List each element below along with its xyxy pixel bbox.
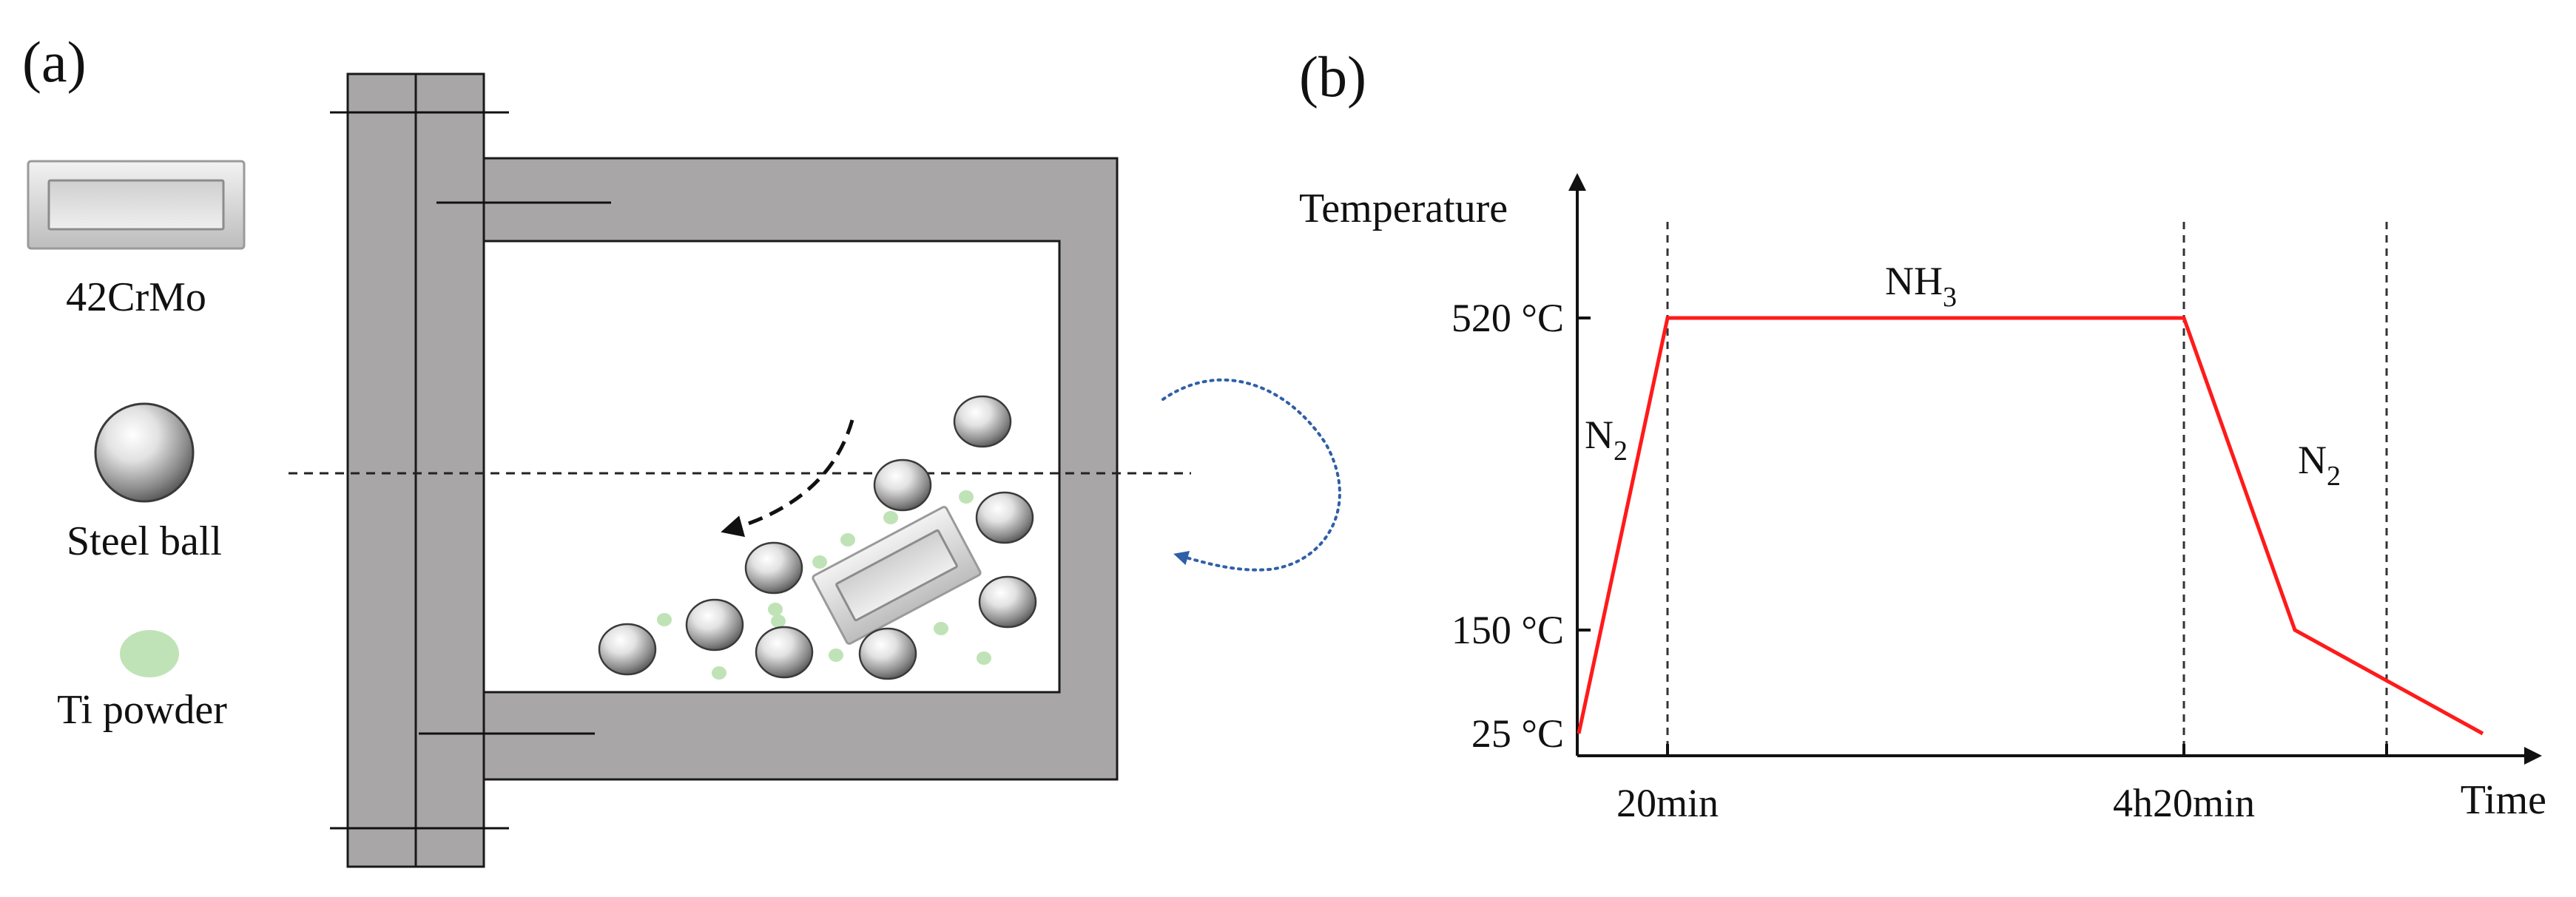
plate-icon	[27, 160, 246, 250]
legend-steel-ball: Steel ball	[67, 402, 222, 564]
flange-plate-right	[414, 72, 485, 868]
legend-label-42crmo: 42CrMo	[66, 274, 206, 320]
y-tick-label-2: 150 °C	[1451, 608, 1564, 652]
ball-mill-apparatus	[289, 72, 1341, 868]
gas-label-3: N2	[2298, 438, 2341, 492]
powder-dot-icon	[120, 630, 179, 677]
panel-b-label: (b)	[1299, 44, 1366, 109]
x-tick-label-1: 20min	[1616, 781, 1719, 825]
x-tick-label-2: 4h20min	[2113, 781, 2255, 825]
legend-label-ti-powder: Ti powder	[57, 687, 227, 733]
legend-label-steel-ball: Steel ball	[67, 518, 222, 564]
ball-icon	[94, 402, 195, 503]
x-axis-label: Time	[2461, 777, 2546, 823]
y-tick-label-3: 25 °C	[1471, 711, 1564, 756]
panel-a: (a) 42CrMo Steel ball Ti powder	[22, 30, 1341, 868]
flange-plate-left	[346, 72, 417, 868]
vial-wall	[482, 157, 1119, 781]
gas-label-2: NH3	[1885, 259, 1957, 313]
ball-motion-arrow	[721, 419, 854, 538]
panel-b: (b) Temperature Time 520 °C 150 °C 25 °C 20…	[1299, 44, 2546, 825]
panel-a-label: (a)	[22, 30, 87, 94]
steel-balls	[598, 395, 1037, 680]
temperature-curve	[1577, 316, 2484, 736]
legend-ti-powder: Ti powder	[57, 630, 227, 733]
legend-42crmo: 42CrMo	[27, 160, 246, 320]
gas-label-1: N2	[1585, 413, 1628, 467]
rotation-direction-arrow	[1161, 378, 1341, 572]
y-tick-label-1: 520 °C	[1451, 296, 1564, 340]
y-axis-label: Temperature	[1299, 186, 1508, 231]
sample-plate	[812, 506, 982, 645]
